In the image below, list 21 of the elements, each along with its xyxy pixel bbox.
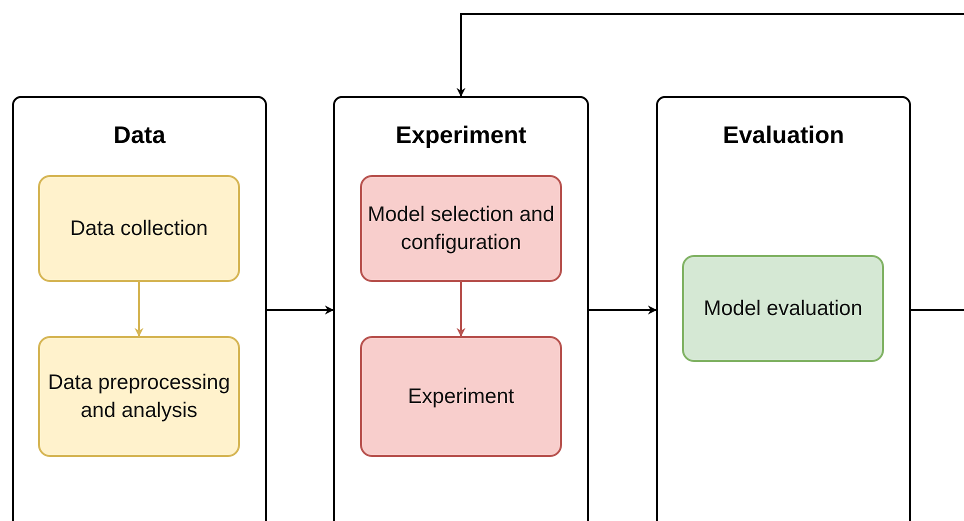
arrow — [456, 13, 964, 97]
step-label: Model evaluation — [704, 296, 862, 322]
stage-heading: Evaluation — [722, 122, 844, 149]
arrow — [134, 282, 144, 337]
process-box — [38, 336, 240, 457]
stage-heading: Data — [113, 122, 166, 149]
process-box — [360, 336, 562, 457]
process-box — [360, 175, 562, 282]
step-label: Data collection — [70, 216, 208, 242]
stage-container — [12, 96, 267, 521]
arrow — [267, 306, 334, 314]
process-box — [38, 175, 240, 282]
stage-container — [656, 96, 911, 521]
stage-heading: Experiment — [396, 122, 526, 149]
step-label: Experiment — [408, 384, 514, 410]
stage-container — [333, 96, 589, 521]
process-box — [682, 255, 884, 362]
step-label: Model selection and configuration — [366, 202, 556, 256]
arrow — [456, 282, 466, 337]
step-label: Data preprocessing and analysis — [46, 370, 232, 424]
arrow — [589, 306, 657, 314]
